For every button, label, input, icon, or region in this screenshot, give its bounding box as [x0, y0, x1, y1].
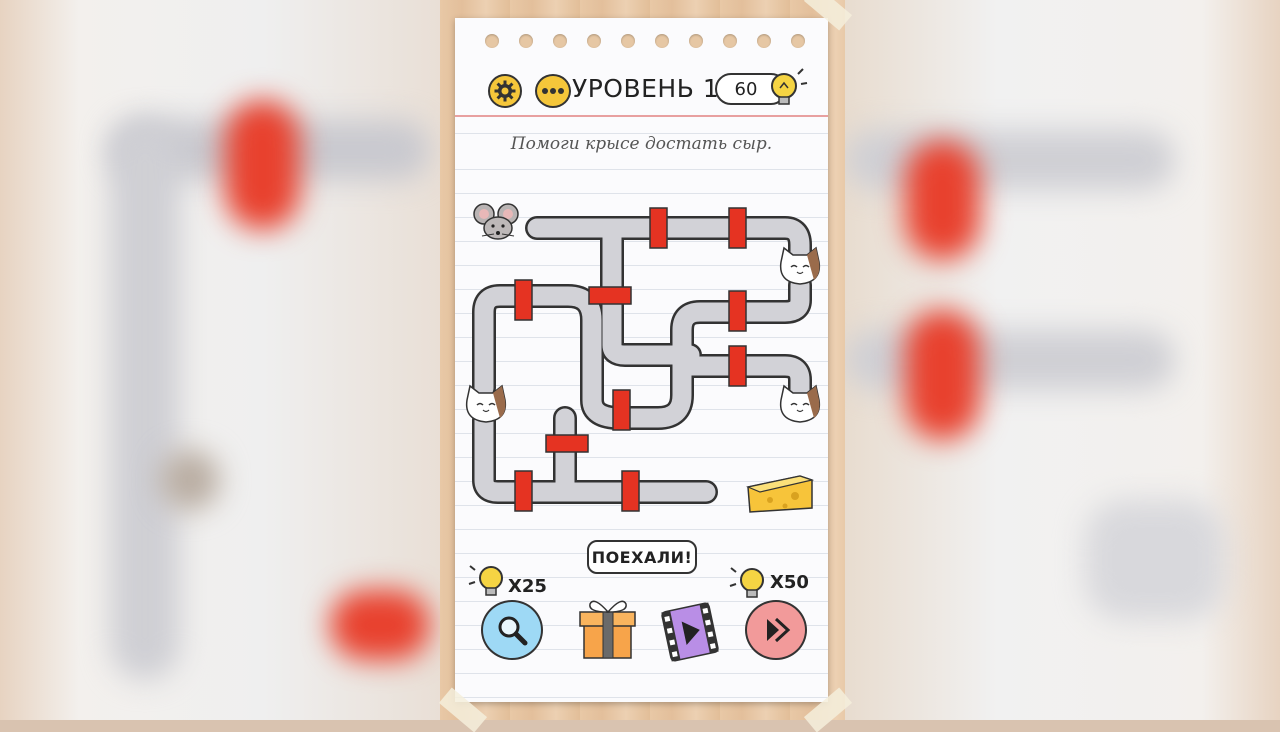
valve[interactable]: [621, 470, 640, 512]
blurred-valve: [330, 590, 430, 660]
magnifier-icon: [498, 616, 528, 646]
blurred-pipe: [845, 330, 1175, 390]
binder-hole: [519, 34, 533, 48]
gear-icon: [494, 80, 516, 102]
binder-hole: [723, 34, 737, 48]
binder-hole: [757, 34, 771, 48]
instruction-text: Помоги крысе достать сыр.: [510, 134, 773, 154]
more-button[interactable]: [535, 74, 571, 108]
background-right: [845, 0, 1280, 720]
blurred-item: [1085, 500, 1225, 620]
valve[interactable]: [612, 389, 631, 431]
binder-hole: [791, 34, 805, 48]
blurred-pipe: [845, 130, 1175, 190]
hint-count: 60: [734, 78, 758, 100]
skip-button[interactable]: [745, 600, 807, 660]
gift-icon: [579, 600, 636, 659]
rat-icon: [473, 203, 519, 240]
binder-hole: [689, 34, 703, 48]
valve[interactable]: [514, 279, 533, 321]
blurred-valve: [905, 310, 980, 440]
more-dots-icon: [542, 88, 564, 94]
pipe-network: [472, 216, 812, 504]
blurred-valve: [225, 100, 300, 230]
margin-line: [455, 115, 828, 117]
blurred-item: [160, 450, 220, 510]
binder-hole: [655, 34, 669, 48]
go-button[interactable]: ПОЕХАЛИ!: [587, 540, 697, 574]
blurred-pipe: [110, 120, 180, 680]
valve[interactable]: [728, 345, 747, 387]
skip-cost: X50: [770, 572, 809, 593]
valve[interactable]: [545, 434, 589, 453]
video-film-icon: [661, 602, 719, 662]
blurred-valve: [905, 140, 980, 260]
valve[interactable]: [588, 286, 632, 305]
cat-icon: [779, 246, 821, 285]
cheese-icon: [745, 475, 815, 513]
valve[interactable]: [514, 470, 533, 512]
binder-hole: [553, 34, 567, 48]
binder-hole: [621, 34, 635, 48]
binder-hole: [485, 34, 499, 48]
gift-button[interactable]: [579, 600, 636, 659]
zoom-cost: X25: [508, 576, 547, 597]
valve[interactable]: [649, 207, 668, 249]
settings-button[interactable]: [488, 74, 522, 108]
valve[interactable]: [728, 290, 747, 332]
cat-icon: [779, 384, 821, 423]
valves: [514, 207, 747, 512]
skip-icon: [767, 617, 791, 643]
zoom-button[interactable]: [481, 600, 543, 660]
binder-hole: [587, 34, 601, 48]
cat-icon: [465, 384, 507, 423]
background-left: [0, 0, 440, 720]
valve[interactable]: [728, 207, 747, 249]
video-button[interactable]: [661, 602, 719, 662]
